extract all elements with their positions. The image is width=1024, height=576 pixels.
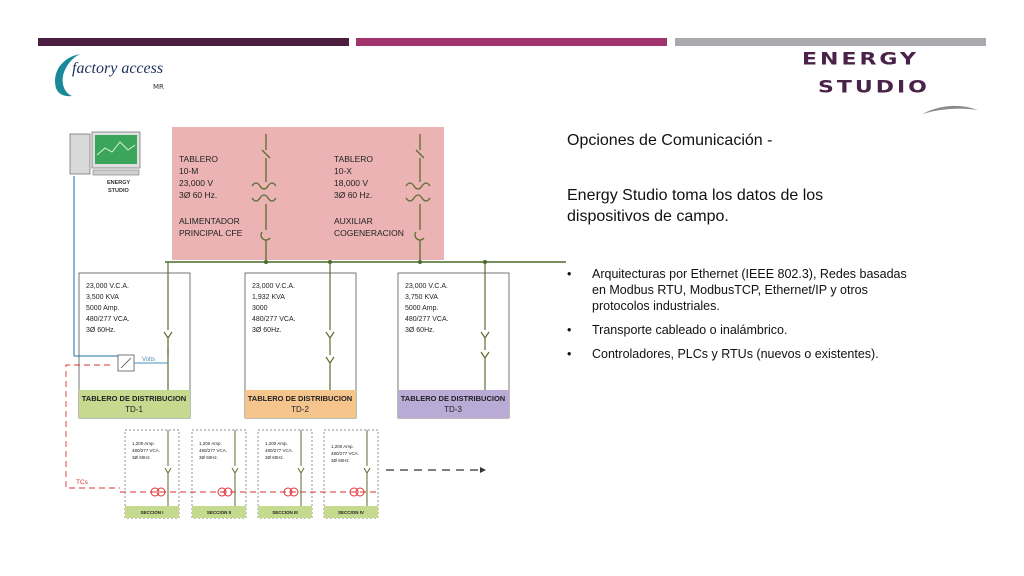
list-item: •Transporte cableado o inalámbrico. — [567, 323, 788, 337]
source-right-line: 18,000 V — [334, 178, 368, 188]
source-left-line: TABLERO — [179, 154, 218, 164]
section-spec: 480/277 VCA. — [265, 448, 293, 453]
section-spec: 480/277 VCA. — [199, 448, 227, 453]
panel-td3 — [397, 272, 510, 419]
section-1 — [124, 429, 180, 519]
panel-spec: 1,932 KVA — [252, 294, 285, 301]
header-bar-gray — [675, 38, 986, 46]
tc-line — [65, 364, 120, 489]
computer-label-1: ENERGY — [107, 180, 131, 186]
panel-spec: 5000 Amp. — [405, 305, 439, 312]
source-right-line: TABLERO — [334, 154, 373, 164]
source-right-line: 10-X — [334, 166, 352, 176]
volts-label: Volts — [142, 357, 155, 363]
panel-spec: 3Ø 60Hz. — [86, 327, 116, 334]
comm-line — [73, 176, 120, 357]
panel-spec: 23,000 V.C.A. — [405, 283, 448, 290]
panel-spec: 3,500 KVA — [86, 294, 119, 301]
logo-swoosh-icon — [922, 105, 978, 114]
panel-td1 — [78, 272, 191, 419]
computer-icon — [69, 131, 141, 176]
panel-spec: 23,000 V.C.A. — [252, 283, 295, 290]
panel-spec: 23,000 V.C.A. — [86, 283, 129, 290]
panel-spec: 480/277 VCA. — [86, 316, 130, 323]
section-3 — [257, 429, 313, 519]
logo-energy-text: ENERGY — [802, 50, 919, 69]
source-left-line: 3Ø 60 Hz. — [179, 190, 217, 200]
section-spec: 480/277 VCA. — [132, 448, 160, 453]
panel-title: TABLERO DE DISTRIBUCION — [82, 394, 186, 403]
section-label: SECCION I — [140, 510, 163, 515]
transformer-right-icon — [405, 134, 431, 262]
slide-heading: Opciones de Comunicación - — [567, 132, 773, 149]
section-spec: 1,200 Amp. — [331, 444, 354, 449]
panel-spec: 480/277 VCA. — [252, 316, 296, 323]
source-left-line: PRINCIPAL CFE — [179, 228, 243, 238]
source-left-line: ALIMENTADOR — [179, 216, 240, 226]
source-left-line: 10-M — [179, 166, 198, 176]
logo-studio-text: STUDIO — [818, 78, 930, 97]
logo-swoosh-icon — [55, 54, 80, 97]
source-left-line: 23,000 V — [179, 178, 213, 188]
list-item: •Controladores, PLCs y RTUs (nuevos o ex… — [567, 347, 879, 361]
section-spec: 3Ø 60Hz. — [132, 455, 151, 460]
panel-spec: 3,750 KVA — [405, 294, 438, 301]
section-label: SECCION II — [207, 510, 231, 515]
source-right-line: COGENERACION — [334, 228, 404, 238]
section-breaker-icons — [164, 430, 371, 506]
tcs-label: TCs — [76, 479, 89, 486]
section-spec: 3Ø 60Hz. — [265, 455, 284, 460]
source-right-line: 3Ø 60 Hz. — [334, 190, 372, 200]
section-spec: 1,200 Amp. — [199, 441, 222, 446]
panel-id: TD-3 — [444, 405, 462, 414]
panel-title: TABLERO DE DISTRIBUCION — [401, 394, 505, 403]
panel-td2 — [244, 272, 357, 419]
slide-subheading: Energy Studio toma los datos de los disp… — [567, 187, 824, 225]
header-bar-dark — [38, 38, 349, 46]
panel-spec: 3000 — [252, 305, 268, 312]
section-spec: 3Ø 60Hz. — [331, 458, 350, 463]
section-4 — [323, 429, 379, 519]
bullet-list: •Arquitecturas por Ethernet (IEEE 802.3)… — [567, 266, 917, 370]
trademark-mark: MR — [153, 83, 164, 91]
panel-title: TABLERO DE DISTRIBUCION — [248, 394, 352, 403]
section-spec: 480/277 VCA. — [331, 451, 359, 456]
panel-id: TD-2 — [291, 405, 309, 414]
panel-id: TD-1 — [125, 405, 143, 414]
ct-icons — [150, 487, 365, 497]
panel-spec: 480/277 VCA. — [405, 316, 449, 323]
panel-spec: 3Ø 60Hz. — [252, 327, 282, 334]
source-right-line: AUXILIAR — [334, 216, 373, 226]
computer-label-2: STUDIO — [108, 188, 130, 194]
panel-spec: 5000 Amp. — [86, 305, 120, 312]
section-2 — [191, 429, 247, 519]
section-spec: 3Ø 60Hz. — [199, 455, 218, 460]
section-spec: 1,200 Amp. — [132, 441, 155, 446]
factory-access-logo: factory access MR — [50, 50, 180, 100]
section-label: SECCION III — [272, 510, 298, 515]
section-label: SECCION IV — [338, 510, 364, 515]
energy-studio-logo: ENERGY STUDIO — [800, 50, 990, 120]
header-bar-magenta — [356, 38, 667, 46]
transformer-left-icon — [251, 134, 277, 262]
section-spec: 1,200 Amp. — [265, 441, 288, 446]
factory-access-text: factory access — [72, 60, 164, 77]
list-item: •Arquitecturas por Ethernet (IEEE 802.3)… — [567, 267, 907, 313]
panel-breaker-icons — [163, 262, 490, 390]
source-area — [172, 127, 444, 260]
panel-spec: 3Ø 60Hz. — [405, 327, 435, 334]
